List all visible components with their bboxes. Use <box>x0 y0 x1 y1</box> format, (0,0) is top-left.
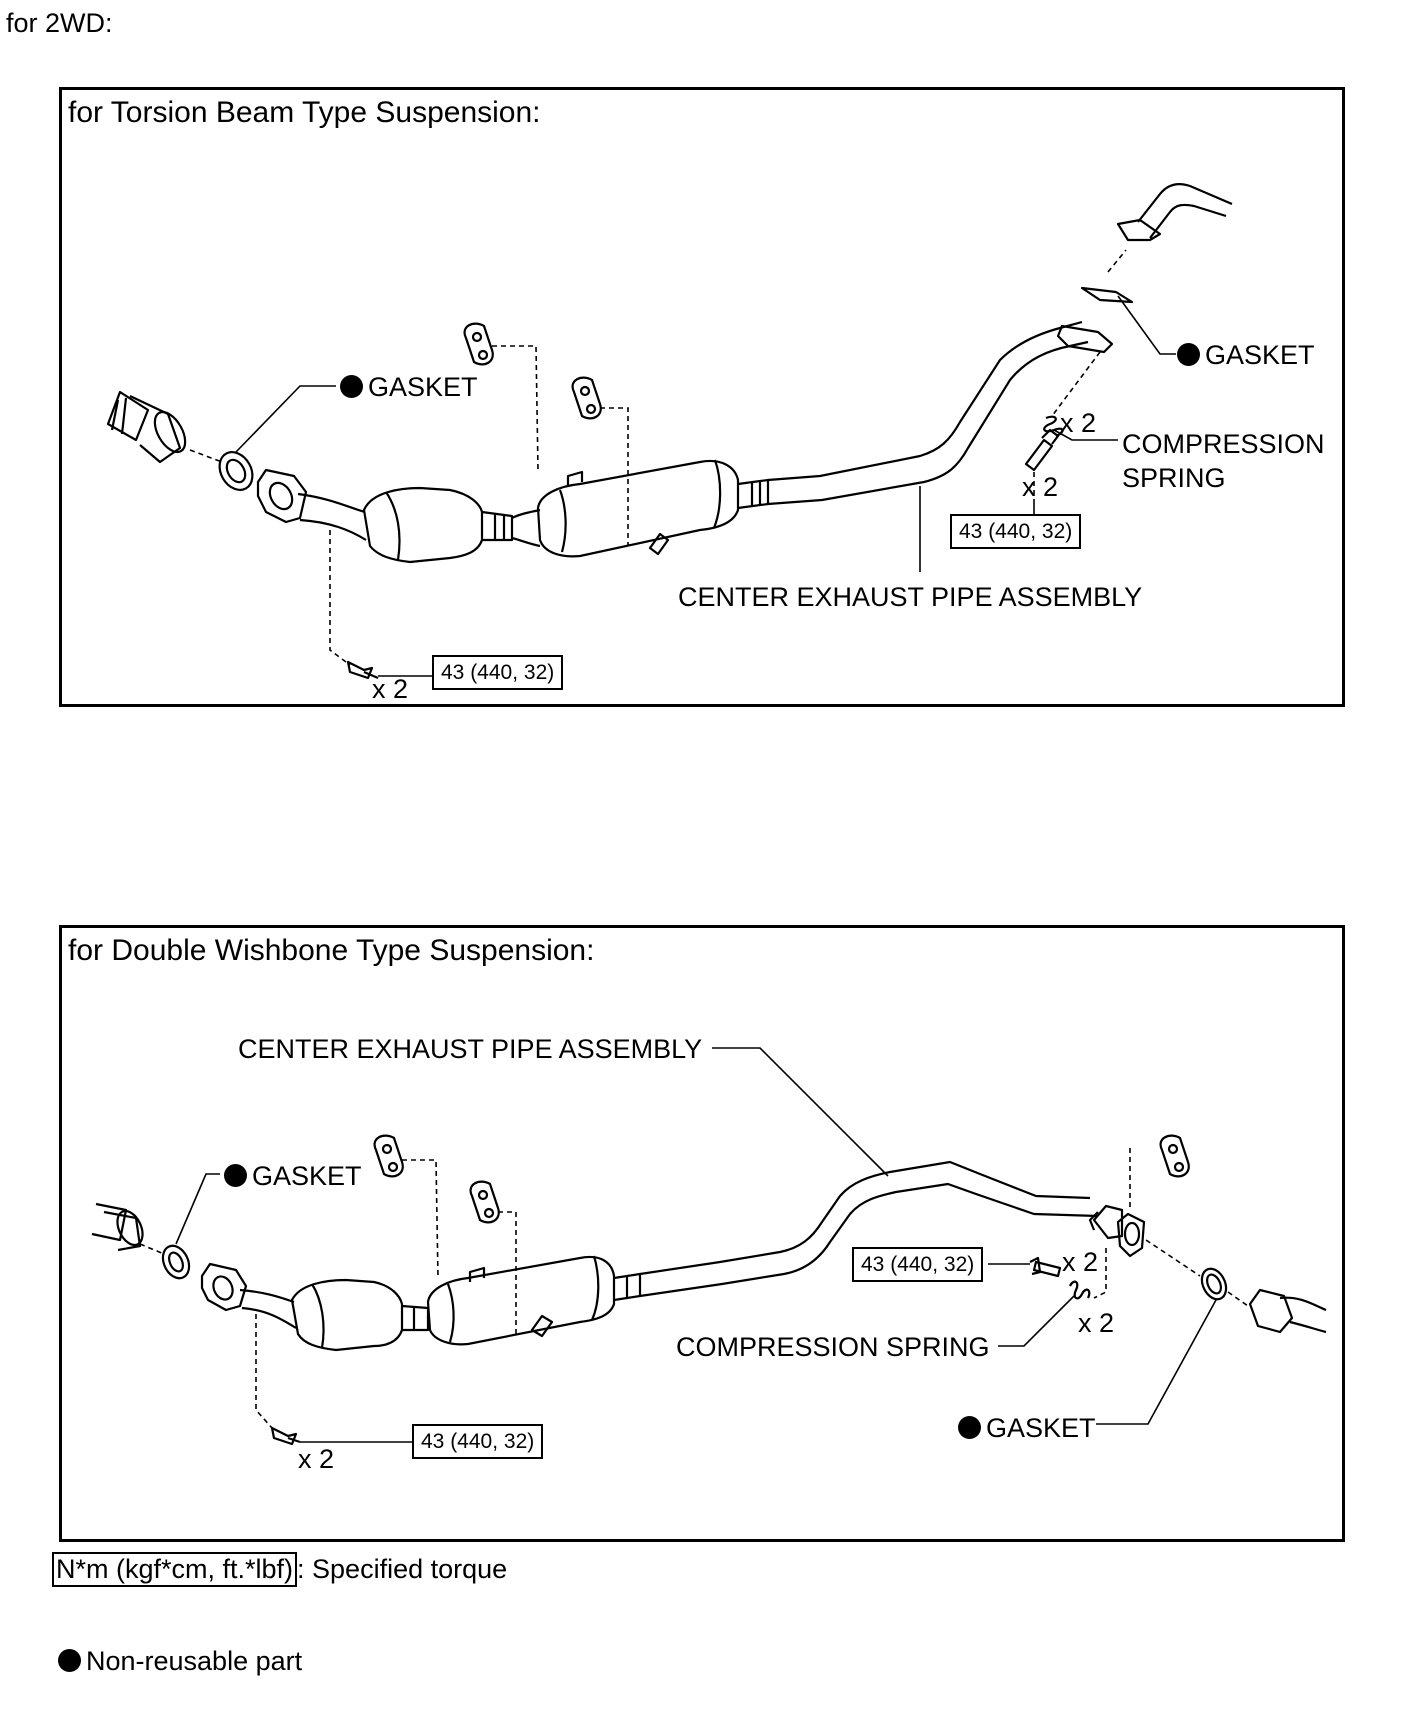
center-exhaust-pipe-label: CENTER EXHAUST PIPE ASSEMBLY <box>238 1034 703 1064</box>
leader-gasket-rear <box>1117 295 1176 355</box>
panel-title: for Torsion Beam Type Suspension: <box>68 96 541 129</box>
leader-center-pipe <box>712 1047 889 1177</box>
nonreusable-dot-icon <box>958 1416 981 1439</box>
rubber-hanger-1 <box>463 322 494 366</box>
compression-spring-label-line2: SPRING <box>1122 463 1226 493</box>
catalytic-converter <box>362 486 484 564</box>
bolt-rear-qty: x 2 <box>1062 1247 1099 1277</box>
bolt-front-qty: x 2 <box>298 1444 335 1474</box>
center-muffler <box>426 1255 616 1346</box>
rear-gasket-ring <box>1200 1267 1228 1301</box>
legend-torque: N*m (kgf*cm, ft.*lbf): Specified torque <box>52 1552 507 1587</box>
rear-gasket <box>1080 286 1134 304</box>
nonreusable-dot-icon <box>340 375 363 398</box>
bolt-rear-qty: x 2 <box>1022 472 1059 502</box>
rear-bolt <box>1029 1256 1062 1278</box>
torque-front-box: 43 (440, 32) <box>432 655 564 691</box>
torque-unit-box: N*m (kgf*cm, ft.*lbf) <box>52 1552 298 1587</box>
gasket-rear-label: GASKET <box>1177 342 1315 369</box>
front-flange <box>200 1262 248 1312</box>
nonreusable-dot-icon <box>224 1164 247 1187</box>
panel-double-wishbone: for Double Wishbone Type Suspension: <box>59 925 1345 1542</box>
compression-spring-label: COMPRESSION SPRING <box>676 1332 990 1362</box>
front-gasket-ring <box>218 451 254 491</box>
rear-bolt <box>1024 428 1060 472</box>
rubber-hanger-1 <box>373 1134 404 1178</box>
compression-spring <box>1069 1280 1091 1300</box>
leader-gasket-front <box>175 1173 220 1245</box>
spring-qty: x 2 <box>1060 408 1097 438</box>
rubber-hanger-2 <box>469 1180 500 1224</box>
center-exhaust-pipe-label: CENTER EXHAUST PIPE ASSEMBLY <box>678 582 1143 612</box>
spring-qty: x 2 <box>1078 1308 1115 1338</box>
front-flange <box>256 468 308 524</box>
front-pipe-end <box>91 1202 144 1252</box>
panel-title: for Double Wishbone Type Suspension: <box>68 934 595 967</box>
panel-torsion-beam: for Torsion Beam Type Suspension: <box>59 87 1345 707</box>
front-bolt <box>270 1426 301 1446</box>
center-muffler <box>536 459 740 558</box>
torque-desc: : Specified torque <box>297 1554 508 1584</box>
leader-gasket-rear <box>1096 1299 1217 1425</box>
page-heading: for 2WD: <box>6 8 113 38</box>
rubber-hanger-3 <box>1159 1134 1190 1178</box>
front-gasket-ring <box>161 1244 191 1280</box>
leader-spring <box>998 1295 1075 1347</box>
compression-spring-label: COMPRESSION <box>1122 429 1325 459</box>
leader-spring <box>1053 429 1118 441</box>
nonreusable-dot-icon <box>58 1649 81 1672</box>
front-bolt <box>346 660 379 680</box>
front-pipe-end <box>106 390 187 464</box>
compression-spring <box>1043 415 1064 438</box>
bolt-front-qty: x 2 <box>372 674 409 704</box>
torque-front-box: 43 (440, 32) <box>412 1424 544 1460</box>
nonreusable-text: Non-reusable part <box>86 1646 303 1676</box>
torque-rear-box: 43 (440, 32) <box>950 514 1082 550</box>
catalytic-converter <box>290 1278 404 1352</box>
torque-rear-box: 43 (440, 32) <box>852 1247 984 1283</box>
nonreusable-dot-icon <box>1177 343 1200 366</box>
rubber-hanger-2 <box>571 376 602 420</box>
legend-nonreusable: Non-reusable part <box>58 1646 302 1677</box>
leader-gasket-front <box>235 385 336 453</box>
gasket-rear-label: GASKET <box>958 1415 1096 1442</box>
gasket-front-label: GASKET <box>340 374 478 401</box>
rear-flange <box>1088 1204 1146 1258</box>
gasket-front-label: GASKET <box>224 1163 362 1190</box>
